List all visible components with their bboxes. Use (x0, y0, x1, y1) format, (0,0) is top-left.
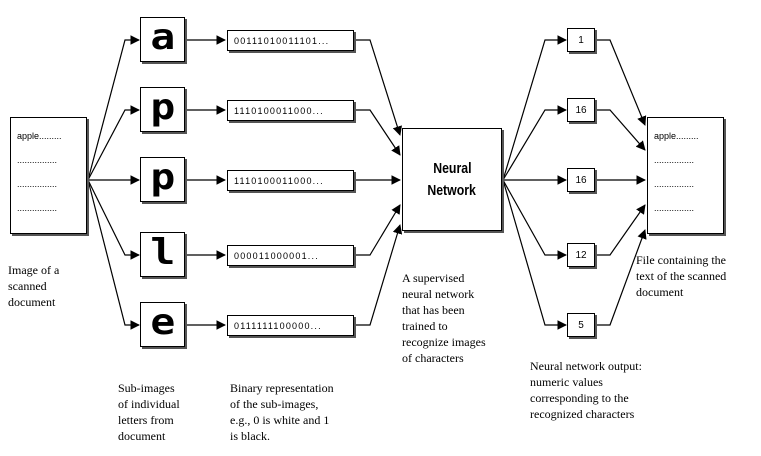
arrow-doc-to-e (87, 179, 140, 330)
neural-network-label-line2: Network (427, 181, 477, 199)
arrow-out5-to-file (596, 229, 647, 326)
outputs-caption: Neural network output: numeric values co… (530, 359, 642, 421)
output-value-2: 16 (567, 98, 595, 122)
neural-network-caption: A supervised neural network that has bee… (402, 271, 486, 365)
arrow-doc-to-l (87, 179, 140, 260)
scanned-document-caption: Image of a scanned document (8, 263, 60, 309)
neural-network-label-line1: Neural (432, 159, 472, 177)
sub-image-letter: l (150, 231, 175, 273)
arrow-out2-to-file (596, 109, 646, 151)
arrow-binary2-to-nn (356, 109, 401, 156)
binary-code-2: 1110100011000... (227, 100, 354, 121)
file-line: ................ (654, 155, 695, 165)
result-file: apple......... ................ ........… (647, 117, 724, 234)
arrow-doc-to-p1 (87, 105, 140, 181)
arrow-out4-to-file (596, 204, 646, 256)
arrow-nn-to-out1 (502, 35, 567, 181)
document-line: apple......... (17, 131, 62, 141)
sub-image-letter: e (150, 301, 175, 343)
arrow-binary4-to-nn (356, 204, 401, 256)
sub-image-p1: p (140, 87, 185, 132)
file-line: apple......... (654, 131, 699, 141)
arrow-nn-to-out5 (502, 179, 567, 330)
sub-image-letter: a (150, 16, 175, 58)
binary-caption: Binary representation of the sub-images,… (230, 381, 334, 443)
sub-image-l: l (140, 232, 185, 277)
output-value-1: 1 (567, 28, 595, 52)
arrow-binary1-to-nn (356, 39, 402, 136)
document-line: ................ (17, 179, 58, 189)
arrow-binary5-to-nn (356, 224, 403, 326)
sub-image-letter: p (150, 86, 175, 128)
document-line: ................ (17, 155, 58, 165)
neural-network-box: Neural Network (402, 128, 502, 231)
binary-code-1: 00111010011101... (227, 30, 354, 51)
binary-code-3: 1110100011000... (227, 170, 354, 191)
arrow-out1-to-file (596, 39, 647, 126)
scanned-document: apple......... ................ ........… (10, 117, 87, 234)
binary-code-4: 000011000001... (227, 245, 354, 266)
sub-image-a: a (140, 17, 185, 62)
output-value-3: 16 (567, 168, 595, 192)
output-value-5: 5 (567, 313, 595, 337)
output-value-4: 12 (567, 243, 595, 267)
document-line: ................ (17, 203, 58, 213)
sub-image-e: e (140, 302, 185, 347)
sub-images-caption: Sub-images of individual letters from do… (118, 381, 180, 443)
arrow-nn-to-out4 (502, 179, 567, 260)
sub-image-p2: p (140, 157, 185, 202)
arrow-doc-to-a (87, 35, 140, 181)
sub-image-letter: p (150, 156, 175, 198)
arrow-nn-to-out2 (502, 105, 567, 181)
file-line: ................ (654, 203, 695, 213)
file-line: ................ (654, 179, 695, 189)
result-file-caption: File containing the text of the scanned … (636, 253, 727, 299)
binary-code-5: 0111111100000... (227, 315, 354, 336)
